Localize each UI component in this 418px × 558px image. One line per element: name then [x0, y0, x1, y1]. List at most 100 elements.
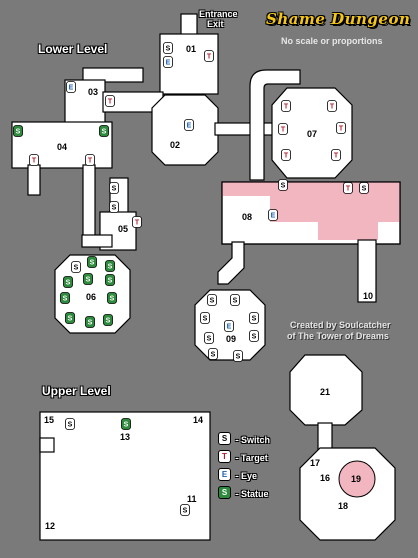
svg-text:S: S	[112, 205, 117, 212]
switch-marker: S	[180, 504, 190, 516]
corridor-04-b	[82, 164, 96, 246]
room-number-21: 21	[320, 387, 330, 397]
svg-text:S: S	[74, 265, 79, 272]
svg-text:S: S	[252, 316, 257, 323]
switch-marker: S	[65, 418, 75, 430]
svg-text:T: T	[135, 220, 140, 227]
target-marker: T	[336, 122, 346, 134]
svg-text:T: T	[339, 126, 344, 133]
svg-text:S: S	[236, 354, 241, 361]
svg-text:S: S	[90, 260, 95, 267]
legend-eye: E - Eye	[218, 466, 257, 484]
switch-marker: S	[359, 182, 369, 194]
svg-text:E: E	[271, 213, 276, 220]
room-number-04: 04	[57, 142, 67, 152]
map-subtitle: No scale or proportions	[281, 36, 383, 46]
statue-marker: S	[13, 125, 23, 137]
room-number-16: 16	[320, 473, 330, 483]
svg-text:S: S	[252, 334, 257, 341]
room-number-12: 12	[45, 521, 55, 531]
corridor-02-07	[214, 122, 276, 136]
svg-text:T: T	[284, 104, 289, 111]
svg-text:E: E	[187, 123, 192, 130]
eye-marker: E	[268, 209, 278, 221]
svg-text:S: S	[68, 422, 73, 429]
legend-target-label: - Target	[235, 453, 268, 463]
statue-marker: S	[83, 273, 93, 285]
room-number-06: 06	[86, 292, 96, 302]
svg-text:S: S	[166, 46, 171, 53]
room-number-19: 19	[351, 474, 361, 484]
statue-marker: S	[99, 125, 109, 137]
svg-text:T: T	[88, 158, 93, 165]
target-marker: T	[331, 149, 341, 161]
legend-target: T - Target	[218, 448, 268, 466]
svg-text:S: S	[110, 296, 115, 303]
svg-text:S: S	[106, 318, 111, 325]
target-icon: T	[218, 450, 231, 464]
legend-statue-label: - Statue	[235, 489, 269, 499]
svg-text:T: T	[207, 54, 212, 61]
corridor-05-06	[81, 234, 113, 248]
switch-marker: S	[230, 294, 240, 306]
switch-marker: S	[207, 294, 217, 306]
upper-hall	[39, 411, 211, 541]
statue-marker: S	[103, 314, 113, 326]
room-number-08: 08	[242, 212, 252, 222]
switch-marker: S	[208, 348, 218, 360]
eye-marker: E	[224, 320, 234, 332]
statue-marker: S	[121, 418, 131, 430]
svg-text:S: S	[66, 280, 71, 287]
legend-statue: S - Statue	[218, 484, 268, 502]
credit-line-1: Created by Soulcatcher	[290, 320, 391, 330]
lava-pool	[222, 182, 400, 196]
map-title: Shame Dungeon	[266, 10, 411, 28]
room-04	[11, 121, 113, 169]
target-marker: T	[327, 100, 337, 112]
statue-marker: S	[63, 276, 73, 288]
room-number-01: 01	[186, 44, 196, 54]
switch-marker: S	[71, 261, 81, 273]
corridor-04-a	[27, 164, 41, 196]
room-number-11: 11	[187, 494, 197, 504]
statue-marker: S	[60, 292, 70, 304]
svg-text:S: S	[362, 186, 367, 193]
svg-text:S: S	[203, 316, 208, 323]
target-marker: T	[105, 95, 115, 107]
svg-text:E: E	[166, 60, 171, 67]
svg-text:S: S	[86, 277, 91, 284]
svg-text:S: S	[210, 298, 215, 305]
svg-text:S: S	[108, 278, 113, 285]
svg-text:T: T	[108, 99, 113, 106]
room-number-18: 18	[338, 501, 348, 511]
exit-label: Exit	[207, 19, 224, 29]
upper-level-heading: Upper Level	[42, 384, 111, 398]
statue-marker: S	[105, 274, 115, 286]
svg-text:S: S	[211, 352, 216, 359]
corridor-right-loop	[249, 69, 301, 181]
room-number-10: 10	[363, 291, 373, 301]
lower-level-heading: Lower Level	[38, 42, 108, 56]
target-marker: T	[204, 50, 214, 62]
corridor-10	[357, 239, 377, 303]
svg-text:T: T	[346, 186, 351, 193]
target-marker: T	[29, 154, 39, 166]
svg-text:S: S	[112, 186, 117, 193]
svg-text:E: E	[227, 324, 232, 331]
statue-marker: S	[87, 256, 97, 268]
svg-text:E: E	[69, 85, 74, 92]
room-number-17: 17	[310, 458, 320, 468]
target-marker: T	[132, 216, 142, 228]
legend-switch: S - Switch	[218, 430, 270, 448]
svg-text:S: S	[183, 508, 188, 515]
svg-text:S: S	[88, 320, 93, 327]
target-marker: T	[343, 182, 353, 194]
legend-switch-label: - Switch	[235, 435, 270, 445]
switch-marker: S	[109, 182, 119, 194]
target-marker: T	[281, 149, 291, 161]
svg-text:T: T	[32, 158, 37, 165]
svg-text:S: S	[207, 336, 212, 343]
room-21	[289, 354, 363, 426]
statue-marker: S	[85, 316, 95, 328]
